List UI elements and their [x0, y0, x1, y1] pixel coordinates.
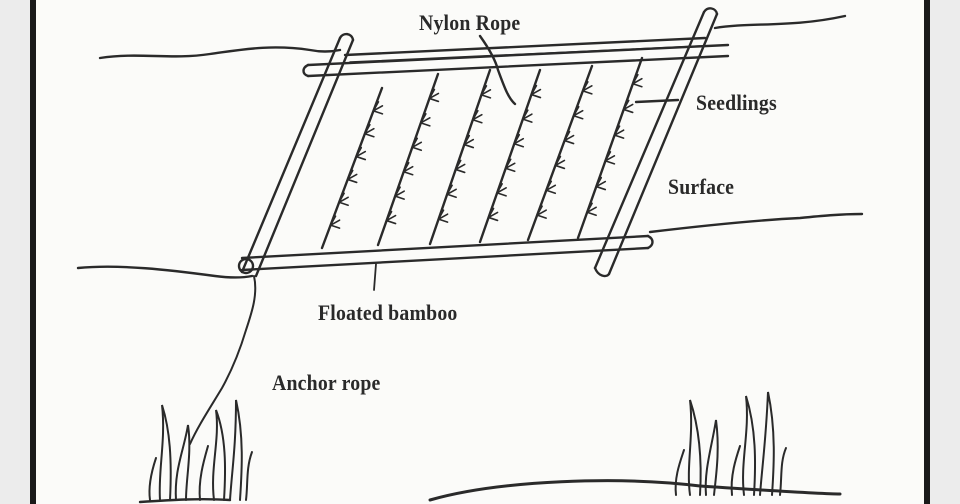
left-bamboo-outer	[240, 36, 342, 274]
floated-bamboo-pointer	[373, 263, 377, 291]
seedling-tuft	[480, 85, 492, 99]
surface-water-line-right	[648, 212, 864, 234]
surface-label: Surface	[668, 174, 735, 199]
seedling-tuft	[437, 209, 449, 223]
seedling-tuft	[446, 184, 457, 199]
seedling-tuft	[563, 130, 575, 145]
seedling-tuft	[420, 113, 431, 127]
seabed-left	[138, 497, 232, 504]
right-bamboo-inner	[607, 12, 719, 276]
top-bamboo-upper	[306, 43, 730, 67]
seedling-tuft	[582, 81, 593, 95]
seedling-tuft	[554, 155, 566, 170]
lower-water-line-left	[76, 265, 254, 279]
bottom-bamboo-end	[646, 234, 654, 250]
frame-left-border	[30, 0, 36, 504]
left-bamboo-cap	[338, 32, 355, 42]
bamboo-knot-left	[237, 257, 255, 275]
nylon-rope-top	[343, 36, 707, 57]
seedlings-label: Seedlings	[696, 90, 777, 115]
right-bamboo-foot	[593, 266, 611, 278]
seedling-tuft	[454, 159, 466, 174]
seedling-tuft	[472, 109, 483, 124]
seedling-tuft	[346, 169, 358, 184]
seedling-tuft	[338, 192, 349, 207]
floated-bamboo-label: Floated bamboo	[318, 300, 458, 325]
seedling-tuft	[622, 99, 634, 114]
seedling-tuft	[572, 105, 584, 120]
seedling-tuft	[411, 137, 423, 152]
anchor-rope-label: Anchor rope	[272, 370, 381, 395]
seedling-tuft	[536, 205, 547, 219]
diagram-paper	[36, 0, 924, 504]
seedling-tuft	[632, 73, 643, 88]
nylon-rope-label: Nylon Rope	[419, 10, 521, 35]
anchor-rope	[189, 275, 257, 445]
seedling-tuft	[364, 123, 375, 138]
seedling-tuft	[586, 202, 597, 217]
top-bamboo-lower	[306, 54, 730, 78]
seedling-tuft	[428, 88, 440, 103]
seaweed-clump-right	[674, 391, 787, 496]
seedling-tuft	[372, 101, 384, 115]
bottom-bamboo-upper	[240, 234, 650, 260]
seedling-tuft	[522, 109, 533, 123]
seedling-tuft	[329, 215, 341, 229]
seedling-tuft	[496, 183, 507, 197]
bottom-bamboo-lower	[240, 246, 650, 272]
seabed-mound	[428, 479, 842, 502]
seedling-tufts	[329, 73, 643, 229]
seedling-tuft	[613, 125, 625, 139]
seedling-tuft	[530, 84, 542, 99]
seedling-tuft	[355, 146, 367, 161]
frame-right-border	[924, 0, 930, 504]
right-bamboo-outer	[593, 10, 706, 270]
seedling-tuft	[394, 186, 405, 200]
seedling-tuft	[595, 176, 607, 191]
seedling-tuft	[545, 180, 557, 195]
seedling-tuft	[513, 133, 525, 148]
seedling-tuft	[385, 210, 397, 225]
upper-water-line-right	[713, 14, 847, 30]
seedlings-pointer	[634, 98, 680, 104]
upper-water-line-left	[98, 46, 342, 60]
seedling-tuft	[402, 161, 414, 176]
left-bamboo-inner	[254, 38, 355, 278]
seedling-tuft	[487, 207, 499, 222]
nylon-rope-pointer	[478, 34, 517, 106]
seedling-tuft	[604, 151, 616, 165]
seedling-tuft	[463, 134, 475, 149]
seaweed-clump-left	[148, 399, 253, 501]
right-bamboo-cap	[702, 7, 719, 16]
top-bamboo-end	[302, 63, 310, 78]
seedling-tuft	[504, 158, 516, 173]
